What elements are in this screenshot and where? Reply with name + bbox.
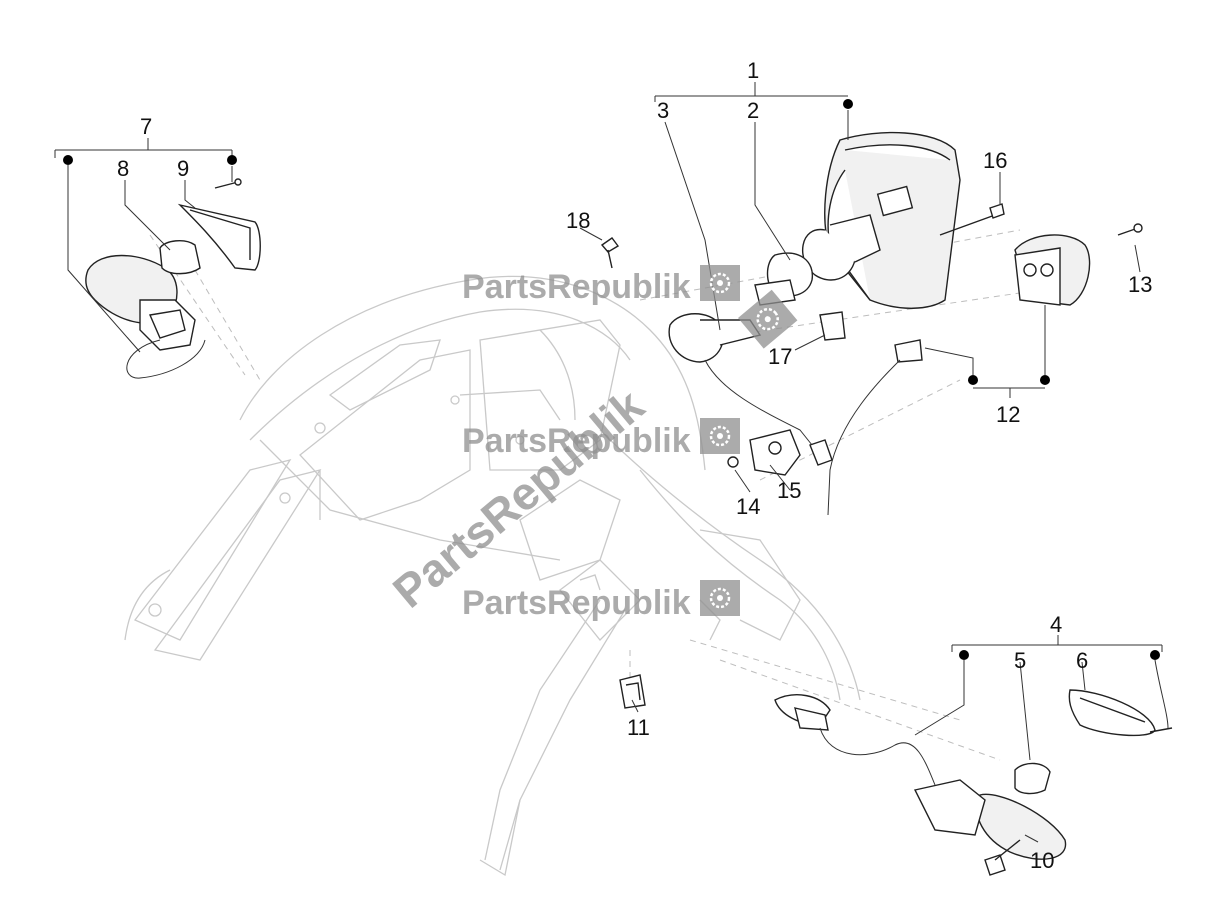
callout-4: 4 bbox=[1050, 612, 1062, 637]
callout-2: 2 bbox=[747, 98, 759, 123]
assembly-guide-lines bbox=[149, 229, 1041, 761]
callout-numbers: 1 2 3 4 5 6 7 8 9 10 11 12 13 14 15 16 1… bbox=[117, 58, 1152, 873]
callout-12: 12 bbox=[996, 402, 1020, 427]
callout-3: 3 bbox=[657, 98, 669, 123]
gear-icon bbox=[700, 265, 740, 301]
gear-icon bbox=[738, 289, 798, 349]
right-turn-signal bbox=[774, 689, 1173, 876]
licence-plate-lamp bbox=[727, 203, 1143, 516]
tail-lamp bbox=[668, 131, 961, 466]
callout-14: 14 bbox=[736, 494, 760, 519]
loose-parts bbox=[600, 237, 646, 709]
group-brackets bbox=[54, 82, 1169, 736]
gear-icon bbox=[700, 580, 740, 616]
callout-6: 6 bbox=[1076, 648, 1088, 673]
watermark-text-top: PartsRepublik bbox=[462, 268, 691, 306]
callout-13: 13 bbox=[1128, 272, 1152, 297]
gear-icon bbox=[700, 418, 740, 454]
rear-frame-outline bbox=[124, 275, 861, 877]
watermark-text-middle: PartsRepublik bbox=[462, 422, 691, 460]
watermarks: PartsRepublik PartsRepublik PartsRepubli… bbox=[383, 265, 798, 622]
callout-17: 17 bbox=[768, 344, 792, 369]
callout-11: 11 bbox=[627, 715, 650, 740]
watermark-text-bottom: PartsRepublik bbox=[462, 584, 691, 622]
callout-10: 10 bbox=[1030, 848, 1054, 873]
callout-9: 9 bbox=[177, 156, 189, 181]
callout-15: 15 bbox=[777, 478, 801, 503]
callout-18: 18 bbox=[566, 208, 590, 233]
callout-5: 5 bbox=[1014, 648, 1026, 673]
callout-16: 16 bbox=[983, 148, 1007, 173]
callout-1: 1 bbox=[747, 58, 759, 83]
left-turn-signal bbox=[85, 178, 261, 379]
callout-7: 7 bbox=[140, 114, 152, 139]
callout-8: 8 bbox=[117, 156, 129, 181]
